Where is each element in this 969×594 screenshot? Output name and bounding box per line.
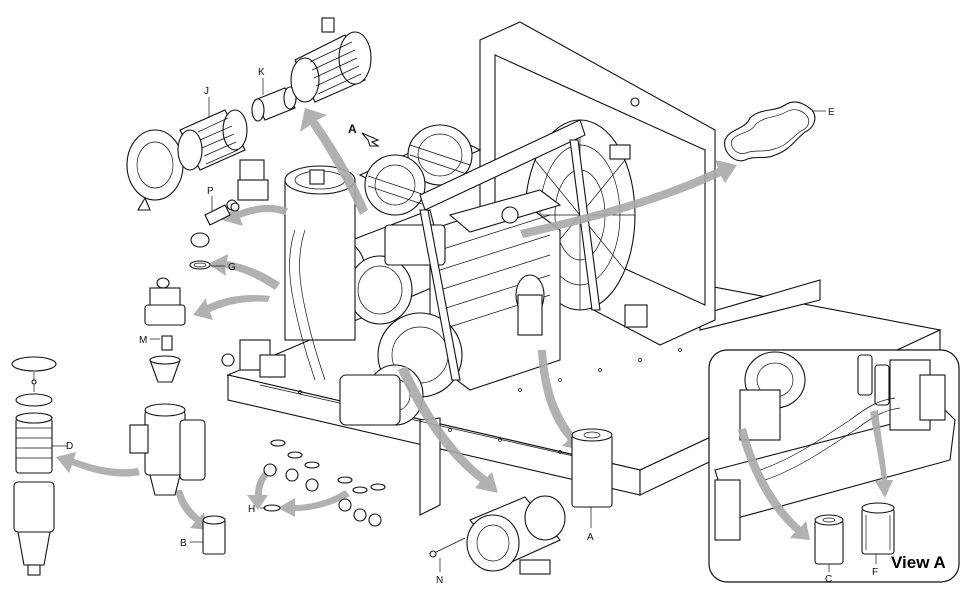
label-J: J [204, 86, 209, 97]
label-K: K [258, 67, 265, 78]
element-M [149, 335, 181, 383]
fuel-filter-D-stack [11, 356, 57, 576]
label-B: B [180, 538, 187, 549]
safety-element-K [251, 86, 297, 122]
label-G: G [228, 262, 236, 273]
label-A: A [587, 532, 594, 543]
leader-lines [52, 78, 826, 572]
separator-tank [284, 165, 356, 381]
inset-filter-C [814, 514, 844, 565]
label-H: H [248, 504, 255, 515]
label-C: C [825, 574, 832, 585]
valve-cover-gasket-E [724, 101, 816, 162]
inset-title: View A [891, 553, 946, 572]
air-filter-element-J [177, 109, 248, 171]
fuel-filter-B [202, 515, 226, 555]
label-N: N [436, 575, 443, 586]
fitting-P [204, 202, 240, 226]
view-a-direction-marker [361, 132, 380, 147]
engine-support-frame [221, 119, 601, 381]
starter-motor-N [429, 495, 566, 575]
part-labels: J K P G M D B H A E N A [66, 67, 835, 586]
valve-part-upper [144, 277, 186, 326]
fuel-water-separator-assembly [129, 403, 206, 496]
label-M: M [139, 335, 147, 346]
plug-G [189, 232, 211, 270]
engine-block [339, 189, 562, 426]
label-P: P [207, 186, 214, 197]
air-cleaner-assembly [299, 124, 482, 325]
oil-filter-A [571, 428, 613, 508]
air-filter-cover-part [126, 129, 184, 211]
label-D: D [66, 441, 73, 452]
label-F: F [872, 567, 878, 578]
exploded-view-arrows [56, 108, 737, 530]
view-a-inset: C F View A [708, 349, 960, 585]
label-E: E [828, 107, 835, 118]
inset-filter-F [861, 502, 895, 555]
label-view-a-marker: A [348, 122, 357, 136]
air-filter-housing-part [290, 17, 372, 103]
drain-plugs-H [263, 439, 386, 527]
solenoid-valve-part [226, 159, 269, 211]
